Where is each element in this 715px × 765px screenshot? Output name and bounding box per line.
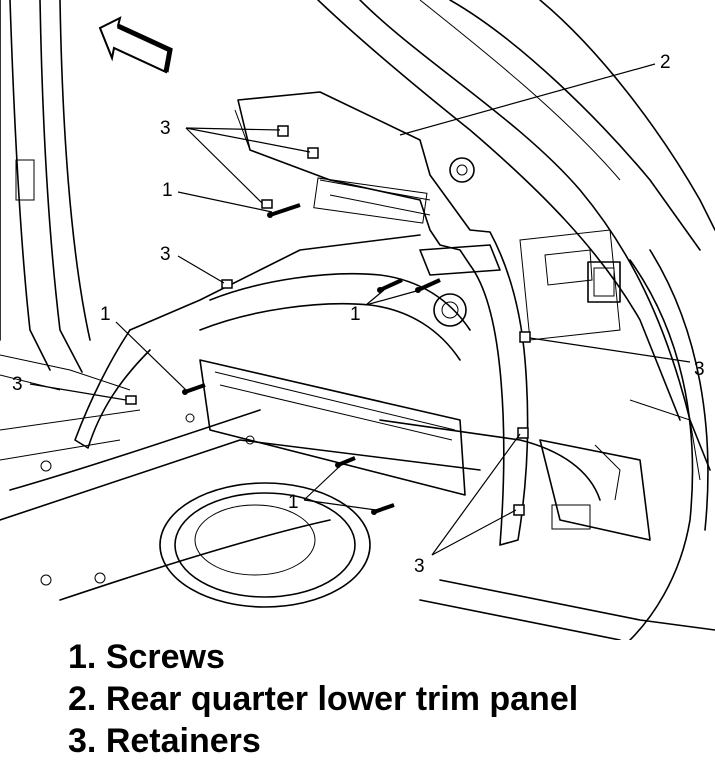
callout-1: 1 <box>100 304 111 325</box>
screw <box>267 203 301 218</box>
legend-text: Retainers <box>105 722 261 760</box>
retainer <box>221 279 233 289</box>
screw <box>182 383 206 395</box>
screw <box>377 278 403 293</box>
callout-1: 1 <box>350 304 361 325</box>
legend-item-screws: 1. Screws <box>68 636 578 678</box>
callout-1: 1 <box>288 492 299 513</box>
forward-arrow-icon <box>98 16 173 74</box>
legend-text: Screws <box>105 638 225 676</box>
legend-text: Rear quarter lower trim panel <box>105 680 579 718</box>
screw <box>415 278 441 293</box>
leader-lines <box>29 63 691 556</box>
retainer <box>513 504 525 516</box>
left-body-pillar <box>0 0 131 391</box>
retainer <box>261 199 273 209</box>
legend-item-trim-panel: 2. Rear quarter lower trim panel <box>68 678 578 720</box>
right-quarter-body <box>317 0 715 640</box>
retainers <box>125 125 531 516</box>
legend-number: 3. <box>68 722 97 760</box>
retainer <box>277 125 289 137</box>
legend-number: 2. <box>68 680 97 718</box>
retainer <box>307 147 319 159</box>
parts-legend: 1. Screws 2. Rear quarter lower trim pan… <box>68 636 578 762</box>
legend-item-retainers: 3. Retainers <box>68 720 578 762</box>
screws <box>182 203 441 515</box>
retainer <box>125 395 137 405</box>
callout-1: 1 <box>162 180 173 201</box>
legend-number: 1. <box>68 638 97 676</box>
callout-3: 3 <box>160 244 171 265</box>
callout-3: 3 <box>414 556 425 577</box>
callout-labels: 2 3 1 3 1 1 3 3 1 3 <box>12 52 705 577</box>
cargo-floor <box>0 359 715 640</box>
trim-panel-exploded-diagram: 2 3 1 3 1 1 3 3 1 3 <box>0 0 715 640</box>
callout-3: 3 <box>694 359 705 380</box>
callout-2: 2 <box>660 52 671 73</box>
rear-quarter-lower-trim-panel <box>74 91 529 546</box>
retainer <box>519 331 531 343</box>
callout-3: 3 <box>12 374 23 395</box>
retainer <box>517 427 529 439</box>
callout-3: 3 <box>160 118 171 139</box>
